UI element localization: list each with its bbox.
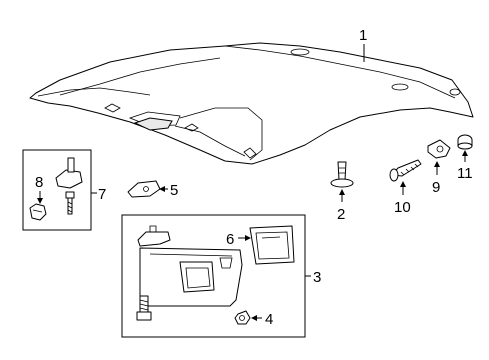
bracket-part	[127, 180, 161, 198]
push-pin-part	[330, 161, 354, 188]
retainer-part	[457, 134, 473, 150]
callout-8: 8	[35, 174, 43, 191]
callout-2: 2	[337, 206, 345, 223]
mount-part	[55, 157, 83, 215]
sun-visor-part	[137, 225, 243, 307]
callout-3: 3	[313, 269, 321, 286]
mirror-part	[249, 225, 295, 265]
callout-6: 6	[226, 231, 234, 248]
clip-part	[427, 139, 451, 159]
clip-8-part	[29, 203, 47, 221]
callout-9: 9	[432, 179, 440, 196]
callout-11: 11	[457, 165, 473, 182]
callout-10: 10	[394, 199, 411, 216]
callout-5: 5	[170, 182, 178, 199]
kit-box-7	[22, 149, 92, 231]
callout-7: 7	[98, 186, 106, 203]
callout-1: 1	[359, 27, 367, 44]
nut-part	[234, 310, 251, 325]
callout-4: 4	[265, 311, 273, 328]
headliner-part	[29, 42, 474, 165]
screw-part	[389, 159, 422, 182]
visor-bolt-part	[136, 295, 152, 321]
